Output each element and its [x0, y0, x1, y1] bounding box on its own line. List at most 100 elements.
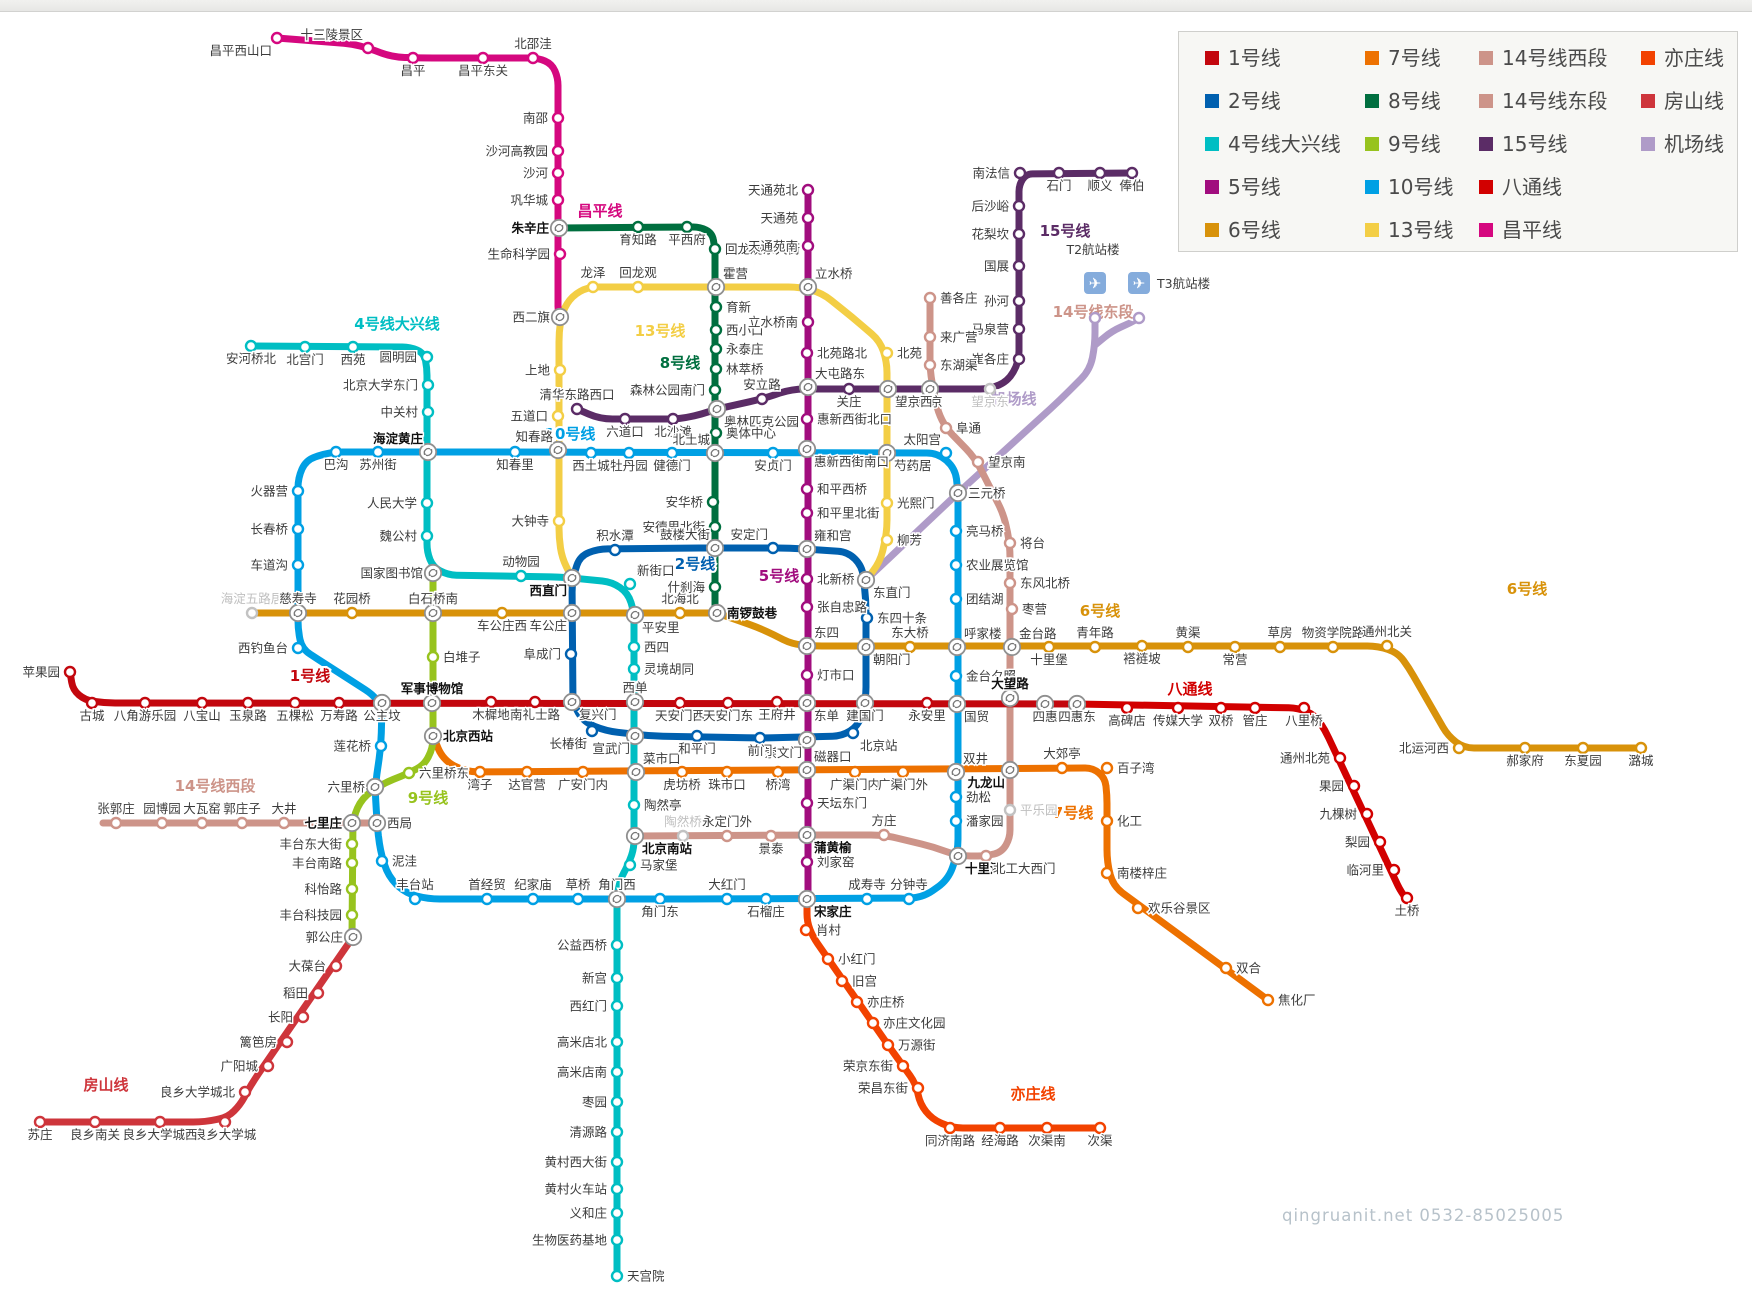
- station-dot-icon: [1120, 701, 1134, 715]
- line-label-line2: 2号线: [675, 555, 715, 573]
- station-label: 东风北桥: [1020, 576, 1071, 591]
- legend-item-2号线: 2号线: [1205, 91, 1281, 111]
- station-dot-icon: [923, 358, 937, 372]
- line-labels-layer: 机场线6号线6号线7号线9号线房山线八通线15号线14号线东段14号线西段亦庄线…: [81, 200, 1549, 1105]
- station-label: 万源街: [898, 1038, 936, 1053]
- station-良乡大学城西: [153, 1115, 167, 1129]
- station-纪家庙: [526, 892, 540, 906]
- station-label: 白堆子: [443, 650, 481, 665]
- station-dot-icon: [1297, 701, 1311, 715]
- station-牡丹园: [622, 446, 636, 460]
- station-dot-icon: [571, 892, 585, 906]
- station-label: 霍营: [723, 266, 748, 281]
- station-草桥: [571, 892, 585, 906]
- station-善各庄: [923, 291, 937, 305]
- station-dot-icon: [1273, 640, 1287, 654]
- station-dot-icon: [346, 340, 360, 354]
- station-首经贸: [480, 892, 494, 906]
- station-T2航站楼: [1088, 311, 1102, 325]
- station-果园: [1347, 779, 1361, 793]
- transfer-arrow-icon: [1009, 644, 1017, 652]
- station-label: 军事博物馆: [401, 681, 464, 696]
- station-dot-icon: [514, 569, 528, 583]
- station-阜成门: [564, 647, 578, 661]
- station-label: 草房: [1267, 625, 1292, 640]
- station-西土城: [584, 446, 598, 460]
- station-虎坊桥: [675, 765, 689, 779]
- station-label: 和平门: [678, 741, 716, 756]
- station-和平里北街: [800, 506, 814, 520]
- legend-label: 10号线: [1388, 175, 1454, 199]
- station-dot-icon: [1012, 199, 1026, 213]
- station-dot-icon: [800, 796, 814, 810]
- station-label: 枣园: [582, 1095, 607, 1110]
- station-label: 褡裢坡: [1123, 651, 1161, 666]
- line-path-line1: [66, 668, 1084, 708]
- station-四惠: [1035, 694, 1055, 714]
- station-label: 化工: [1117, 814, 1142, 829]
- station-label: 上地: [525, 363, 551, 378]
- station-label: 孙河: [984, 294, 1010, 309]
- station-dot-icon: [520, 765, 534, 779]
- station-dot-icon: [1012, 322, 1026, 336]
- station-label: 通州北关: [1362, 624, 1412, 639]
- station-dot-icon: [345, 882, 359, 896]
- station-dot-icon: [680, 220, 694, 234]
- station-label: 首经贸: [468, 877, 506, 892]
- transfer-station-icon: [798, 277, 818, 297]
- transfer-arrow-icon: [804, 832, 812, 840]
- transfer-arrowhead-icon: [710, 453, 713, 457]
- legend-item-9号线: 9号线: [1365, 134, 1441, 154]
- transfer-arrow-icon: [804, 737, 812, 745]
- station-label: 龙泽: [580, 265, 605, 280]
- line-path-yizhuang: [803, 895, 1104, 1132]
- station-label: 四惠: [1032, 709, 1057, 724]
- legend-item-6号线: 6号线: [1205, 220, 1281, 240]
- station-成寿寺: [860, 892, 874, 906]
- station-label: 安立路: [743, 377, 781, 392]
- station-label: 马泉营: [971, 322, 1009, 337]
- station-积水潭: [608, 543, 622, 557]
- station-label: 黄渠: [1175, 625, 1201, 640]
- airport-icon: [1084, 272, 1106, 294]
- browser-edge-strip: [0, 0, 1752, 12]
- station-大望路: [1000, 688, 1020, 708]
- station-霍营: [706, 277, 726, 297]
- station-dot-icon: [298, 340, 312, 354]
- station-育新: [709, 300, 723, 314]
- station-dot-icon: [345, 856, 359, 870]
- station-label: 阜成门: [523, 647, 561, 662]
- station-label: 昌平西山口: [209, 43, 272, 58]
- station-西苑: [346, 340, 360, 354]
- station-label: 六里桥: [327, 780, 365, 795]
- station-苏庄: [33, 1115, 47, 1129]
- station-label: 新街口: [637, 563, 675, 578]
- line-path-line14e: [631, 294, 1014, 860]
- station-dot-icon: [880, 346, 894, 360]
- station-草房: [1273, 640, 1287, 654]
- station-label: 宣武门: [592, 741, 630, 756]
- station-dot-icon: [631, 220, 645, 234]
- station-label: 苏庄: [27, 1127, 52, 1142]
- station-丰台南路: [345, 856, 359, 870]
- station-dot-icon: [1088, 640, 1102, 654]
- station-label: 知春路: [515, 429, 553, 444]
- transfer-station-icon: [706, 277, 726, 297]
- station-五道口: [551, 409, 565, 423]
- station-dot-icon: [33, 1115, 47, 1129]
- station-label: 马家堡: [640, 858, 678, 873]
- station-经海路: [993, 1121, 1007, 1135]
- station-生物医药基地: [610, 1233, 624, 1247]
- transfer-station-icon: [707, 603, 727, 623]
- legend-label: 昌平线: [1502, 218, 1562, 242]
- transfer-station-icon: [562, 568, 582, 588]
- transfer-station-icon: [877, 443, 897, 463]
- station-label: 北苑路北: [817, 346, 868, 361]
- station-label: 桥湾: [765, 777, 790, 792]
- station-label: 石榴庄: [747, 904, 785, 919]
- station-荣京东街: [896, 1059, 910, 1073]
- station-dot-icon: [801, 239, 815, 253]
- station-label: 荣京东街: [843, 1059, 893, 1074]
- station-六道口: [618, 412, 632, 426]
- station-dot-icon: [720, 829, 734, 843]
